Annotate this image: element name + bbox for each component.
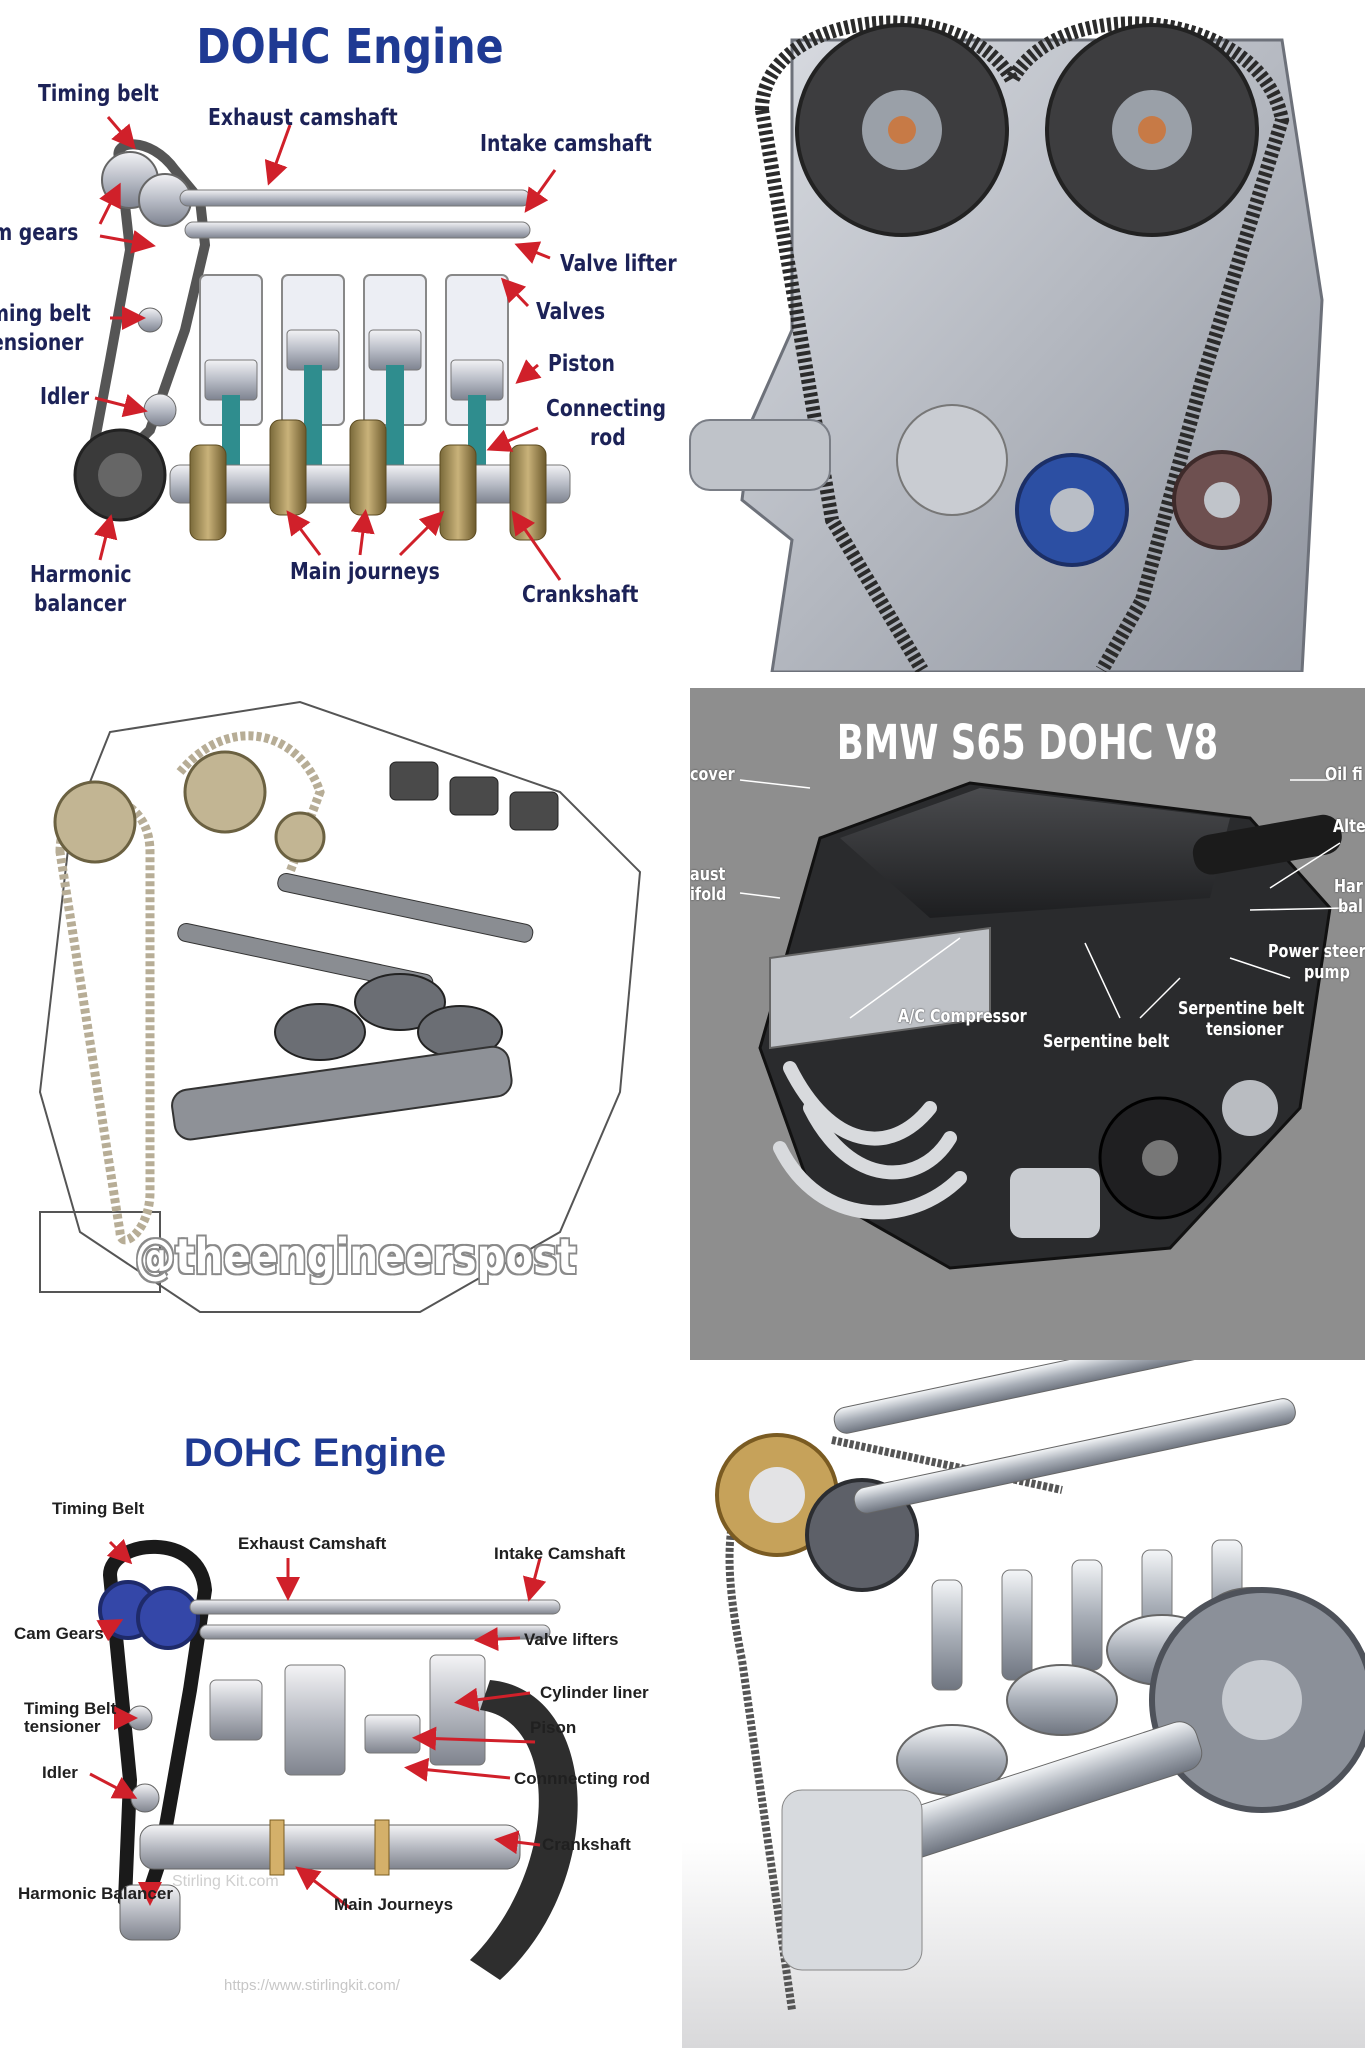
label-piston: Pison (530, 1718, 577, 1737)
page-title: DOHC Engine (196, 19, 504, 75)
label-cover: cover (690, 764, 735, 785)
panel-bmw-s65: BMW S65 DOHC V8 cover Oil fi Alte aust i… (690, 688, 1365, 1360)
panel-timing-belt-photo (682, 0, 1365, 672)
label-intake-camshaft: Intake camshaft (480, 131, 652, 157)
label-harmonic-balancer: Harmonic Balancer (18, 1884, 173, 1903)
label-connecting-rod-line1: Connecting (546, 396, 667, 422)
label-timing-belt: Timing belt (38, 81, 159, 107)
page-title: DOHC Engine (183, 1431, 447, 1475)
label-exhaust-camshaft: Exhaust camshaft (208, 105, 398, 131)
label-exhaust-camshaft: Exhaust Camshaft (238, 1534, 387, 1553)
timing-belt-engine-illustration (689, 15, 1324, 672)
v-engine-cutaway-illustration (38, 700, 642, 1313)
label-timing-belt-tensioner-line1: Timing belt (0, 301, 91, 327)
panel-dohc-engine-labeled: DOHC Engine Timing Belt Exhaust Camshaft… (0, 1360, 682, 2048)
label-intake-camshaft: Intake Camshaft (494, 1544, 626, 1563)
watermark-stirlingkit: Stirling Kit.com (172, 1873, 279, 1890)
panel-chain-engine-render (682, 1360, 1365, 2048)
label-serpentine-belt-tensioner-line2: tensioner (1206, 1019, 1284, 1040)
label-main-journeys: Main journeys (290, 559, 440, 585)
source-url: https://www.stirlingkit.com/ (224, 1977, 400, 1994)
bmw-s65-engine-illustration (739, 779, 1346, 1270)
label-valves: Valves (536, 299, 606, 325)
label-oil-filter: Oil fi (1325, 764, 1363, 785)
page-title: BMW S65 DOHC V8 (836, 715, 1219, 771)
label-exhaust-manifold-line1: aust (690, 864, 726, 885)
watermark-theengineerspost: @theengineerspost (135, 1229, 577, 1285)
label-connecting-rod: Connnecting rod (514, 1769, 650, 1788)
label-valve-lifter: Valve lifter (560, 251, 677, 277)
label-idler: Idler (40, 384, 90, 410)
label-ac-compressor: A/C Compressor (898, 1006, 1027, 1027)
label-harmonic-balancer-line1: Harmonic (30, 562, 132, 588)
label-power-steering-line2: pump (1304, 962, 1350, 983)
label-exhaust-manifold-line2: ifold (690, 884, 727, 905)
label-crankshaft: Crankshaft (542, 1835, 631, 1854)
label-main-journeys: Main Journeys (334, 1895, 454, 1914)
label-power-steering-line1: Power steeri (1268, 941, 1365, 962)
label-timing-belt-tensioner-line2: tensioner (24, 1717, 101, 1736)
dohc-engine-labeled-illustration (89, 1538, 578, 1980)
panel-dohc-diagram: DOHC Engine Timing belt Exhaust camshaft… (0, 0, 682, 672)
label-valve-lifters: Valve lifters (524, 1630, 619, 1649)
panel-v-engine-drawing: @theengineerspost (0, 672, 682, 1360)
label-crankshaft: Crankshaft (522, 582, 639, 608)
label-serpentine-belt-tensioner-line1: Serpentine belt (1178, 998, 1305, 1019)
label-serpentine-belt: Serpentine belt (1043, 1031, 1170, 1052)
label-timing-belt-tensioner-line1: Timing Belt (24, 1699, 117, 1718)
label-piston: Piston (548, 351, 615, 377)
label-connecting-rod-line2: rod (590, 425, 626, 451)
label-harmonic-balancer-line2: bal (1338, 896, 1363, 917)
label-cylinder-liner: Cylinder liner (540, 1683, 649, 1702)
chain-driven-engine-illustration (682, 1360, 1365, 2048)
label-cam-gears: Cam Gears (14, 1624, 104, 1643)
dohc-engine-illustration (73, 116, 571, 581)
label-idler: Idler (42, 1763, 78, 1782)
label-cam-gears: Cam gears (0, 220, 79, 246)
label-harmonic-balancer-line2: balancer (34, 591, 127, 617)
label-harmonic-balancer-line1: Har (1334, 876, 1363, 897)
label-timing-belt-tensioner-line2: tensioner (0, 330, 84, 356)
label-timing-belt: Timing Belt (52, 1499, 145, 1518)
label-alternator: Alte (1333, 816, 1365, 837)
